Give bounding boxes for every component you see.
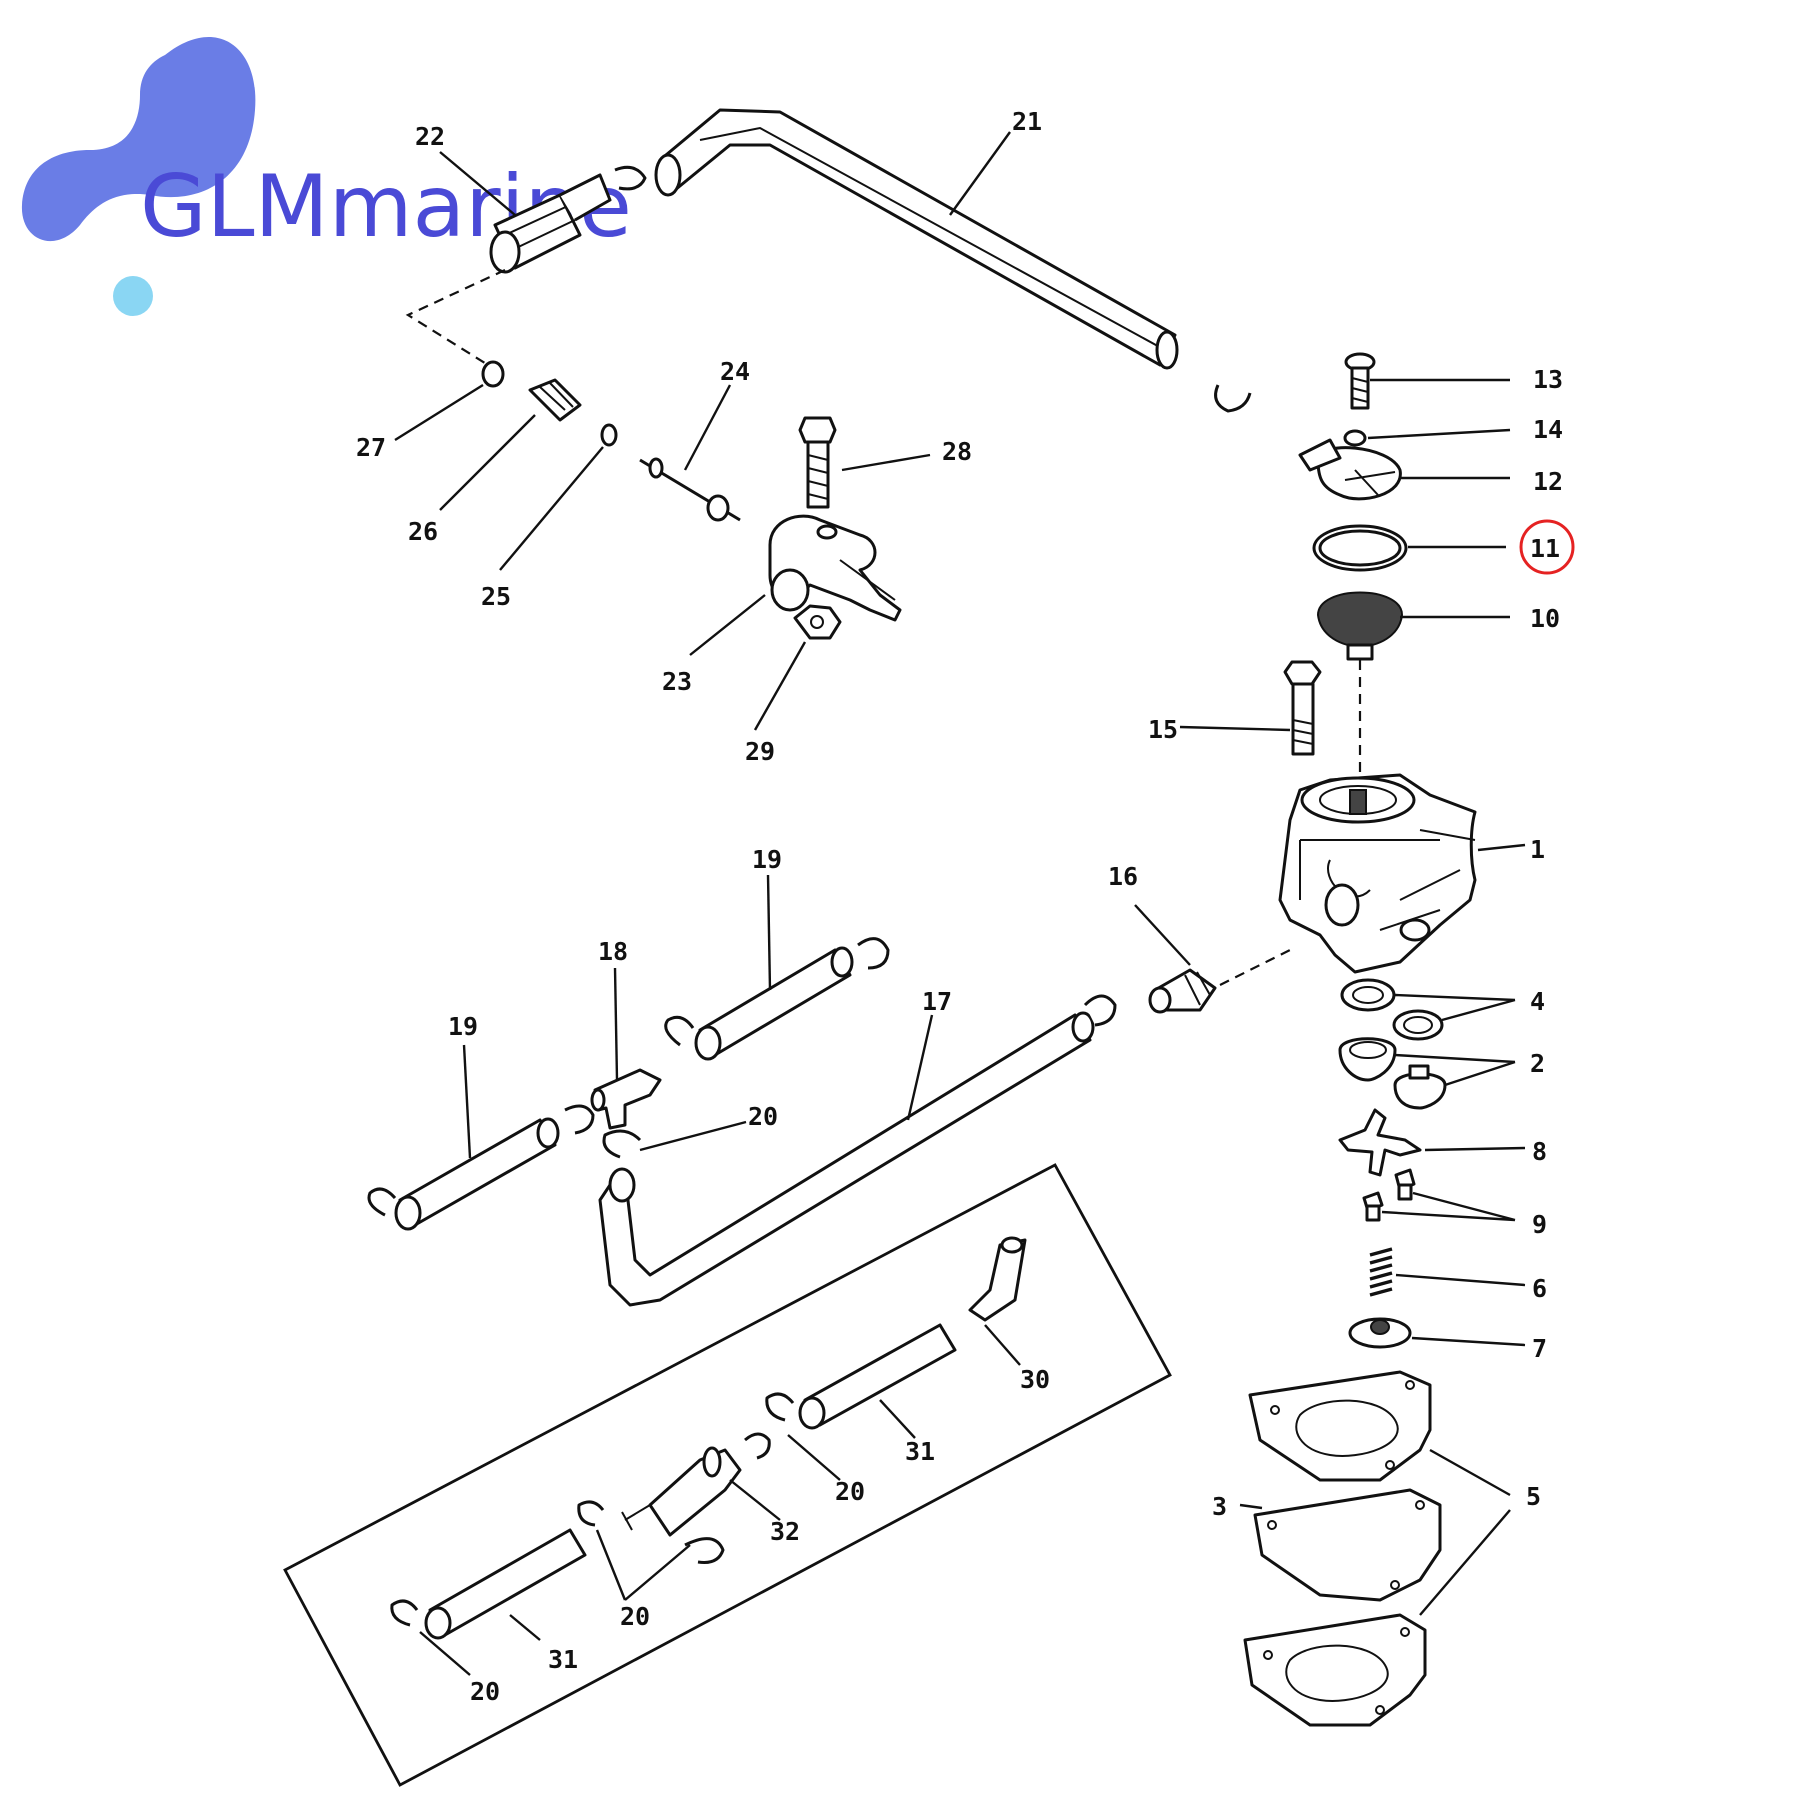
clip-20-mid (744, 1432, 771, 1460)
callout-19-left: 19 (448, 1012, 478, 1041)
diaphragm-7 (1348, 1317, 1412, 1349)
dash-22-27 (405, 269, 506, 366)
callout-21: 21 (1012, 107, 1042, 136)
callout-31-upper: 31 (905, 1437, 935, 1466)
callout-31-lower: 31 (548, 1645, 578, 1674)
callout-15: 15 (1148, 715, 1178, 744)
spring-6 (1369, 1247, 1393, 1297)
seal-4-top (1340, 978, 1396, 1012)
clip-21-left (614, 165, 647, 191)
callout-3: 3 (1212, 1492, 1227, 1521)
callout-5: 5 (1526, 1482, 1541, 1511)
callout-20-kit-mid: 20 (835, 1477, 865, 1506)
pin-24 (639, 457, 741, 522)
callout-26: 26 (408, 517, 438, 546)
callout-29: 29 (745, 737, 775, 766)
hose-31-lower (424, 1528, 587, 1640)
leader-lines (394, 131, 1526, 1676)
check-valve-2-bottom (1393, 1064, 1447, 1110)
diaphragm-3 (1253, 1488, 1442, 1602)
logo-drop (113, 276, 153, 316)
clip-19r-bottom (664, 1015, 695, 1047)
fitting-22 (489, 173, 612, 274)
bracket-23 (768, 514, 902, 622)
valve-retainer-8 (1338, 1108, 1422, 1177)
callout-10: 10 (1530, 604, 1560, 633)
callout-9: 9 (1532, 1210, 1547, 1239)
callout-18: 18 (598, 937, 628, 966)
hose-21 (654, 108, 1179, 370)
clip-19l-right (564, 1104, 595, 1135)
callout-12: 12 (1533, 467, 1563, 496)
clip-20-top (602, 1129, 642, 1159)
dash-16-1 (1219, 949, 1291, 986)
hose-19-left (394, 1117, 560, 1231)
clip-20-lower-a (577, 1500, 605, 1527)
seal-4-top-inner (1352, 986, 1384, 1004)
seal-4-bottom-inner (1403, 1016, 1433, 1034)
callout-16: 16 (1108, 862, 1138, 891)
clip-20-lower-b (684, 1537, 725, 1564)
o-ring-25 (600, 423, 618, 447)
check-valve-2-top (1338, 1037, 1397, 1082)
clip-20-bottom (390, 1599, 419, 1627)
screw-13 (1344, 352, 1376, 410)
callout-25: 25 (481, 582, 511, 611)
callout-20-kit-bottom: 20 (470, 1677, 500, 1706)
check-valve-26 (528, 378, 582, 422)
callout-6: 6 (1532, 1274, 1547, 1303)
hose-17 (598, 1011, 1095, 1307)
bolt-28 (798, 416, 837, 509)
callout-24: 24 (720, 357, 750, 386)
pump-body-1 (1278, 773, 1477, 974)
callout-4: 4 (1530, 987, 1545, 1016)
callout-1: 1 (1530, 835, 1545, 864)
gasket-5-top (1248, 1370, 1432, 1482)
clip-19l-left (367, 1187, 397, 1217)
gasket-11 (1312, 524, 1408, 572)
cover-12 (1298, 438, 1402, 501)
seal-4-bottom (1392, 1009, 1444, 1041)
clip-31u (765, 1392, 795, 1422)
screws-9 (1362, 1168, 1416, 1222)
filter-screen-10 (1316, 591, 1404, 661)
callout-20-kit-lower: 20 (620, 1602, 650, 1631)
logo-blob (21, 36, 256, 242)
callout-20-middle: 20 (748, 1102, 778, 1131)
clip-19r-top (857, 937, 890, 970)
callout-27: 27 (356, 433, 386, 462)
callout-19-right: 19 (752, 845, 782, 874)
callout-7: 7 (1532, 1334, 1547, 1363)
nut-29 (793, 604, 842, 640)
tee-fitting-18 (590, 1068, 662, 1130)
callout-labels: 21 22 27 26 25 24 28 23 29 13 14 12 11 1… (356, 107, 1575, 1706)
hose-19-right (694, 946, 854, 1061)
elbow-30 (968, 1236, 1027, 1322)
filter-32 (621, 1446, 742, 1537)
callout-32: 32 (770, 1517, 800, 1546)
callout-23: 23 (662, 667, 692, 696)
callout-28: 28 (942, 437, 972, 466)
fitting-16 (1148, 968, 1217, 1014)
clip-17 (1083, 994, 1117, 1027)
bolt-15 (1283, 660, 1322, 756)
callout-17: 17 (922, 987, 952, 1016)
callout-2: 2 (1530, 1049, 1545, 1078)
kit-box (283, 1163, 1172, 1787)
callout-14: 14 (1533, 415, 1563, 444)
highlight-circle-11 (1519, 519, 1575, 575)
callout-30: 30 (1020, 1365, 1050, 1394)
callout-22: 22 (415, 122, 445, 151)
hose-31-upper (798, 1323, 957, 1430)
glm-logo: GLMmarine (21, 36, 632, 316)
callout-11: 11 (1530, 534, 1560, 563)
callout-8: 8 (1532, 1137, 1547, 1166)
gasket-5-bottom (1243, 1613, 1427, 1727)
washer-14 (1343, 429, 1367, 447)
o-ring-27 (481, 360, 505, 388)
callout-13: 13 (1533, 365, 1563, 394)
clip-21-right (1214, 384, 1252, 413)
